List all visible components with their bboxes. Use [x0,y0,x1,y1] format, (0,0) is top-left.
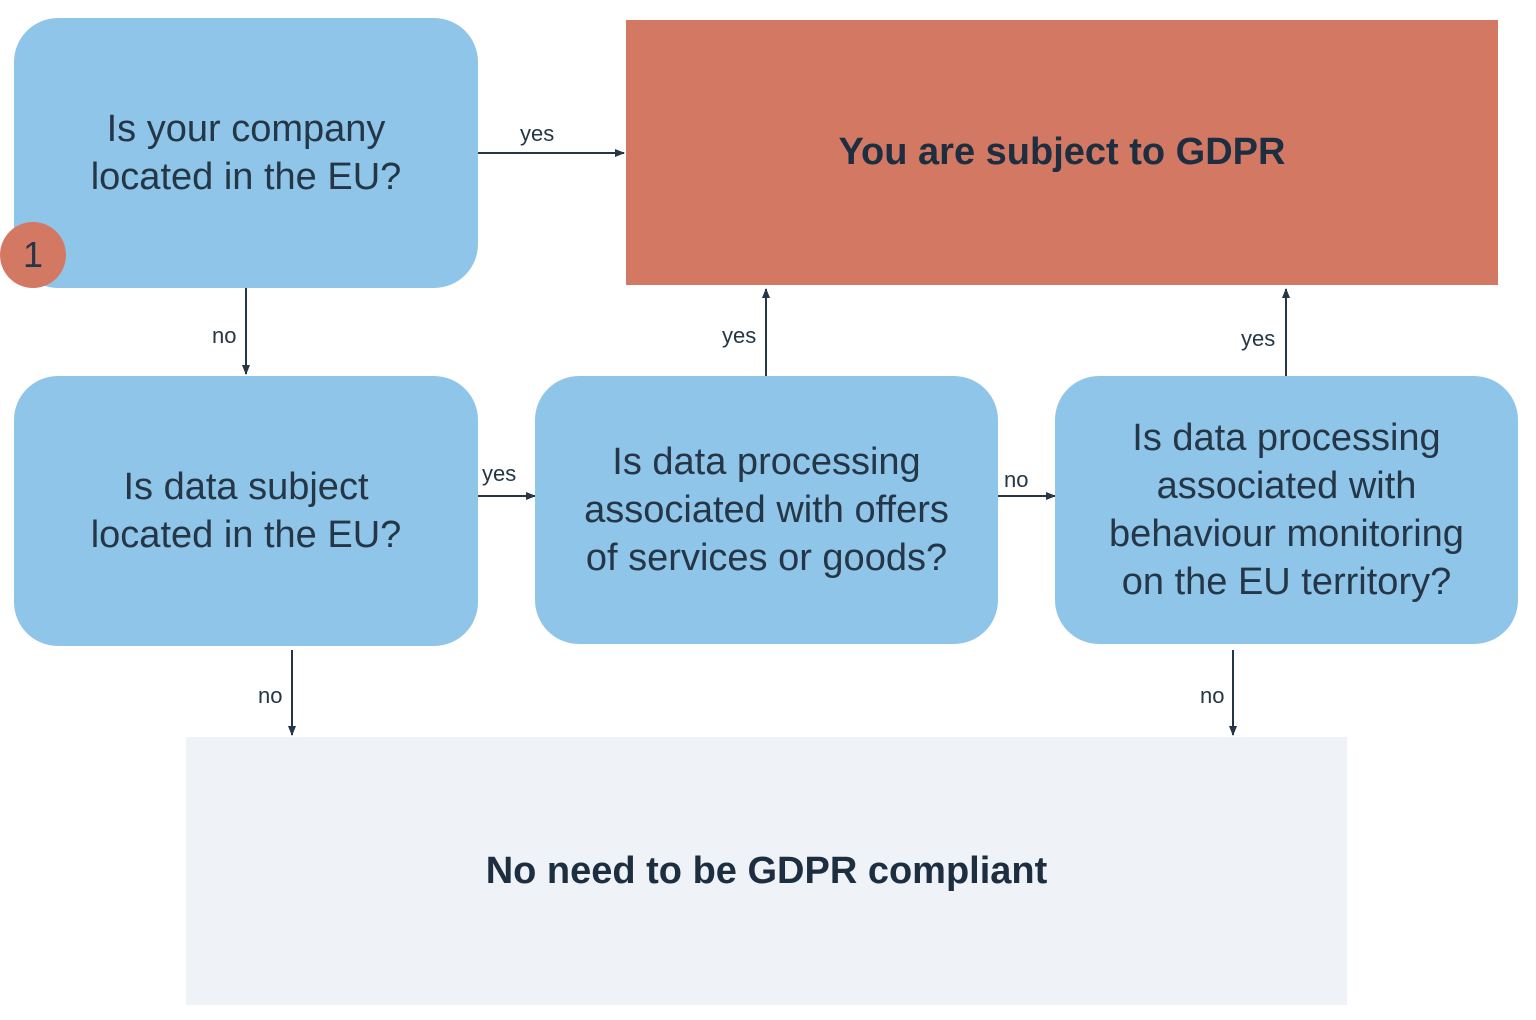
edge-label-q1-no: no [212,323,237,348]
edge-label-q2-yes: yes [482,461,517,486]
question-data-subject-in-eu: Is data subject located in the EU? [14,376,478,646]
step-number-badge: 1 [0,222,66,288]
question-behaviour-monitoring: Is data processing associated with behav… [1055,376,1518,644]
question-company-in-eu: Is your company located in the EU? [14,18,478,288]
edge-label-q2-no: no [258,683,283,708]
edge-label-q4-no: no [1200,683,1225,708]
question-data-subject-in-eu-text: Is data subject located in the EU? [90,466,402,556]
outcome-no-gdpr-needed: No need to be GDPR compliant [186,737,1347,1005]
outcome-no-gdpr-needed-text: No need to be GDPR compliant [485,849,1048,892]
question-company-in-eu-text: Is your company located in the EU? [90,108,402,198]
question-behaviour-monitoring-text: Is data processing associated with behav… [1109,417,1464,603]
edge-label-q1-yes: yes [520,121,555,146]
question-offers-services-goods: Is data processing associated with offer… [535,376,998,644]
edge-label-q3-yes: yes [722,323,757,348]
outcome-subject-to-gdpr: You are subject to GDPR [626,20,1498,285]
edge-label-q3-no: no [1004,467,1029,492]
outcome-subject-to-gdpr-text: You are subject to GDPR [838,131,1286,173]
edge-label-q4-yes: yes [1241,326,1276,351]
question-offers-services-goods-text: Is data processing associated with offer… [584,441,949,579]
